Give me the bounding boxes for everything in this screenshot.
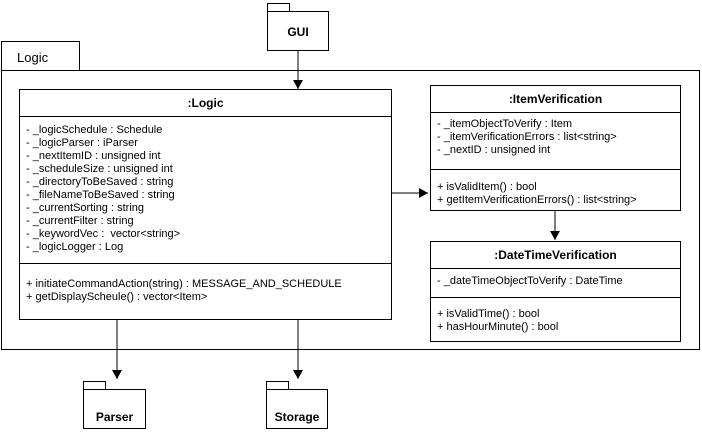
logic-method: + getDisplayScheule() : vector<Item> — [26, 291, 208, 303]
logic-class: :Logic - _logicSchedule : Schedule - _lo… — [19, 89, 392, 320]
logic-class-attributes: - _logicSchedule : Schedule - _logicPars… — [20, 117, 391, 264]
storage-package-name: Storage — [274, 410, 320, 424]
datetime-verification-method: + isValidTime() : bool — [437, 308, 540, 320]
item-verification-attributes: - _itemObjectToVerify : Item - _itemVeri… — [431, 113, 680, 170]
item-verification-methods: + isValidItem() : bool + getItemVerifica… — [431, 170, 680, 207]
storage-package: Storage — [266, 389, 328, 429]
item-verification-attribute: - _itemObjectToVerify : Item — [437, 118, 573, 130]
datetime-verification-attribute: - _dateTimeObjectToVerify : DateTime — [437, 275, 623, 287]
logic-attribute: - _keywordVec : vector<string> — [26, 228, 181, 240]
logic-attribute: - _currentFilter : string — [26, 215, 134, 227]
datetime-verification-title: :DateTimeVerification — [431, 242, 680, 269]
item-verification-class: :ItemVerification - _itemObjectToVerify … — [430, 85, 681, 211]
logic-package-body — [1, 70, 700, 350]
logic-attribute: - _logicLogger : Log — [26, 241, 124, 253]
logic-class-methods: + initiateCommandAction(string) : MESSAG… — [20, 264, 391, 304]
datetime-verification-class: :DateTimeVerification - _dateTimeObjectT… — [430, 241, 681, 342]
item-verification-title: :ItemVerification — [431, 86, 680, 113]
logic-attribute: - _currentSorting : string — [26, 202, 144, 214]
parser-package: Parser — [83, 389, 146, 429]
item-verification-method: + getItemVerificationErrors() : list<str… — [437, 194, 637, 206]
logic-class-title: :Logic — [20, 90, 391, 117]
gui-package: GUI — [267, 11, 329, 51]
logic-package-name: Logic — [17, 50, 49, 65]
gui-package-name: GUI — [287, 25, 309, 39]
logic-attribute: - _logicParser : iParser — [26, 137, 138, 149]
logic-attribute: - _fileNameToBeSaved : string — [26, 189, 175, 201]
item-verification-attribute: - _itemVerificationErrors : list<string> — [437, 131, 617, 143]
logic-method: + initiateCommandAction(string) : MESSAG… — [26, 278, 342, 290]
logic-attribute: - _nextItemID : unsigned int — [26, 150, 161, 162]
datetime-verification-methods: + isValidTime() : bool + hasHourMinute()… — [431, 298, 680, 334]
logic-attribute: - _logicSchedule : Schedule — [26, 124, 163, 136]
logic-attribute: - _scheduleSize : unsigned int — [26, 163, 173, 175]
logic-package-tab: Logic — [1, 41, 80, 71]
parser-package-name: Parser — [95, 410, 134, 424]
item-verification-method: + isValidItem() : bool — [437, 181, 537, 193]
logic-attribute: - _directoryToBeSaved : string — [26, 176, 174, 188]
item-verification-attribute: - _nextID : unsigned int — [437, 144, 551, 156]
datetime-verification-attributes: - _dateTimeObjectToVerify : DateTime — [431, 269, 680, 298]
datetime-verification-method: + hasHourMinute() : bool — [437, 321, 559, 333]
